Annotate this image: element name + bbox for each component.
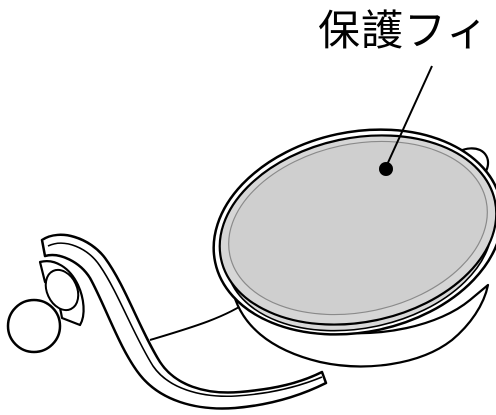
bracket-arm-inner-edge: [47, 242, 323, 398]
bracket-back-arm: [149, 299, 251, 341]
callout-leader-line: [385, 65, 433, 168]
ball-joint: [6, 298, 62, 354]
callout-dot: [379, 162, 393, 176]
bracket-arm: [40, 233, 328, 410]
callout-label: 保護フィ: [318, 6, 490, 55]
protective-film-inner-edge: [228, 140, 488, 316]
stem-collar: [44, 268, 80, 312]
